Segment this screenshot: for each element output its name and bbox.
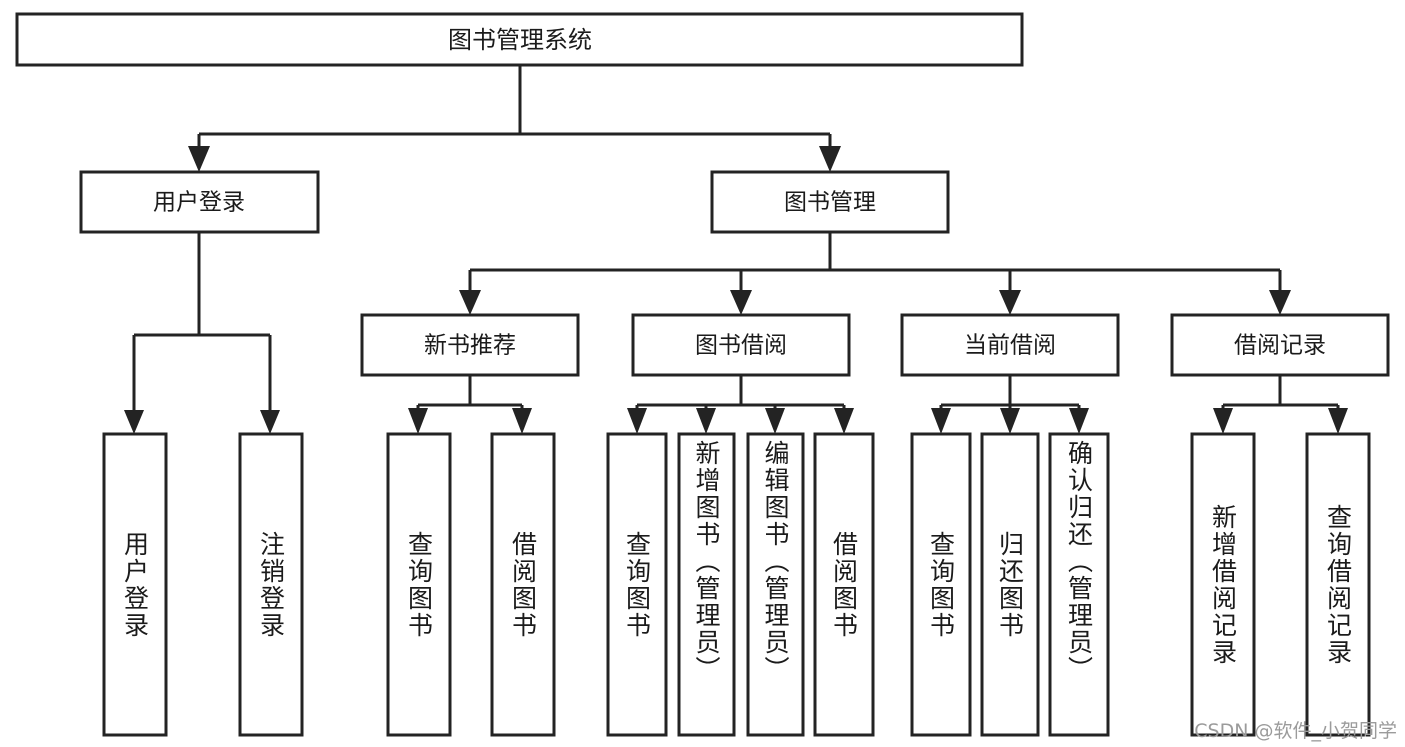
watermark-text: CSDN @软件_小贺同学 bbox=[1194, 720, 1397, 742]
arrow-head-leaf-c1 bbox=[931, 408, 951, 434]
leaf-box-n1[interactable] bbox=[386, 432, 452, 737]
arrow-head-leaf-b1 bbox=[627, 408, 647, 434]
arrow-head-leaf-r2 bbox=[1328, 408, 1348, 434]
connector-group-new-book bbox=[408, 375, 532, 434]
node-root[interactable]: 图书管理系统 bbox=[15, 12, 1024, 67]
arrow-head-leaf-n1 bbox=[408, 408, 428, 434]
connector-group-book-manage bbox=[459, 232, 1291, 315]
leaf-node-user-login-login[interactable] bbox=[102, 432, 168, 737]
arrow-head-leaf-c3 bbox=[1069, 408, 1089, 434]
connector-group-root bbox=[188, 65, 841, 172]
leaf-box-b2[interactable] bbox=[677, 432, 736, 737]
leaf-node-newbook-query[interactable] bbox=[386, 432, 452, 737]
arrow-head-to-user-login bbox=[188, 146, 210, 172]
arrow-head-leaf-n2 bbox=[512, 408, 532, 434]
node-current-borrow-label: 当前借阅 bbox=[964, 333, 1056, 359]
node-book-borrow-box[interactable] bbox=[631, 313, 851, 377]
node-root-label: 图书管理系统 bbox=[448, 26, 592, 54]
arrow-head-leaf-b4 bbox=[834, 408, 854, 434]
leaf-node-newbook-borrow[interactable] bbox=[490, 432, 556, 737]
node-new-book-recommend-box[interactable] bbox=[360, 313, 580, 377]
arrow-head-to-new-book bbox=[459, 290, 481, 315]
connector-group-current-borrow bbox=[931, 375, 1089, 434]
node-user-login-box[interactable] bbox=[79, 170, 320, 234]
leaf-box-r2[interactable] bbox=[1305, 432, 1371, 737]
node-current-borrow[interactable]: 当前借阅 bbox=[900, 313, 1120, 377]
node-book-manage-box[interactable] bbox=[710, 170, 950, 234]
arrow-head-to-current-borrow bbox=[999, 290, 1021, 315]
leaf-box-c3[interactable] bbox=[1048, 432, 1110, 737]
leaf-node-borrow-edit[interactable] bbox=[746, 432, 805, 737]
leaf-box-c1[interactable] bbox=[910, 432, 972, 737]
arrow-head-leaf-b3 bbox=[765, 408, 785, 434]
arrow-head-to-book-manage bbox=[819, 146, 841, 172]
leaf-box-r1[interactable] bbox=[1190, 432, 1256, 737]
leaf-box-b1[interactable] bbox=[606, 432, 668, 737]
node-book-borrow[interactable]: 图书借阅 bbox=[631, 313, 851, 377]
node-new-book-recommend[interactable]: 新书推荐 bbox=[360, 313, 580, 377]
node-book-manage[interactable]: 图书管理 bbox=[710, 170, 950, 234]
node-current-borrow-box[interactable] bbox=[900, 313, 1120, 377]
leaf-node-borrow-add[interactable] bbox=[677, 432, 736, 737]
arrow-head-to-borrow-record bbox=[1269, 290, 1291, 315]
leaf-node-record-query[interactable] bbox=[1305, 432, 1371, 737]
leaf-box-u1[interactable] bbox=[102, 432, 168, 737]
leaf-node-record-add[interactable] bbox=[1190, 432, 1256, 737]
leaf-node-current-return[interactable] bbox=[980, 432, 1040, 737]
arrow-head-leaf-r1 bbox=[1213, 408, 1233, 434]
node-user-login-label: 用户登录 bbox=[153, 190, 245, 216]
leaf-node-current-query[interactable] bbox=[910, 432, 972, 737]
node-borrow-record-label: 借阅记录 bbox=[1234, 333, 1326, 359]
connector-group-user-login bbox=[124, 232, 280, 434]
arrow-head-leaf-c2 bbox=[1000, 408, 1020, 434]
node-borrow-record-box[interactable] bbox=[1170, 313, 1390, 377]
leaf-box-b3[interactable] bbox=[746, 432, 805, 737]
node-book-borrow-label: 图书借阅 bbox=[695, 333, 787, 359]
node-new-book-recommend-label: 新书推荐 bbox=[424, 333, 516, 359]
arrow-head-leaf-u1 bbox=[124, 410, 144, 434]
leaf-box-u2[interactable] bbox=[238, 432, 304, 737]
leaf-node-user-login-logout[interactable] bbox=[238, 432, 304, 737]
arrow-head-leaf-u2 bbox=[260, 410, 280, 434]
leaf-box-c2[interactable] bbox=[980, 432, 1040, 737]
node-borrow-record[interactable]: 借阅记录 bbox=[1170, 313, 1390, 377]
leaf-node-borrow-query[interactable] bbox=[606, 432, 668, 737]
node-book-manage-label: 图书管理 bbox=[784, 190, 876, 216]
connector-group-borrow-record bbox=[1213, 375, 1348, 434]
node-user-login[interactable]: 用户登录 bbox=[79, 170, 320, 234]
node-root-box[interactable] bbox=[15, 12, 1024, 67]
leaf-box-n2[interactable] bbox=[490, 432, 556, 737]
arrow-head-to-book-borrow bbox=[730, 290, 752, 315]
connector-group-book-borrow bbox=[627, 375, 854, 434]
leaf-node-borrow-lend[interactable] bbox=[813, 432, 875, 737]
leaf-box-b4[interactable] bbox=[813, 432, 875, 737]
leaf-node-current-confirm[interactable] bbox=[1048, 432, 1110, 737]
arrow-head-leaf-b2 bbox=[696, 408, 716, 434]
